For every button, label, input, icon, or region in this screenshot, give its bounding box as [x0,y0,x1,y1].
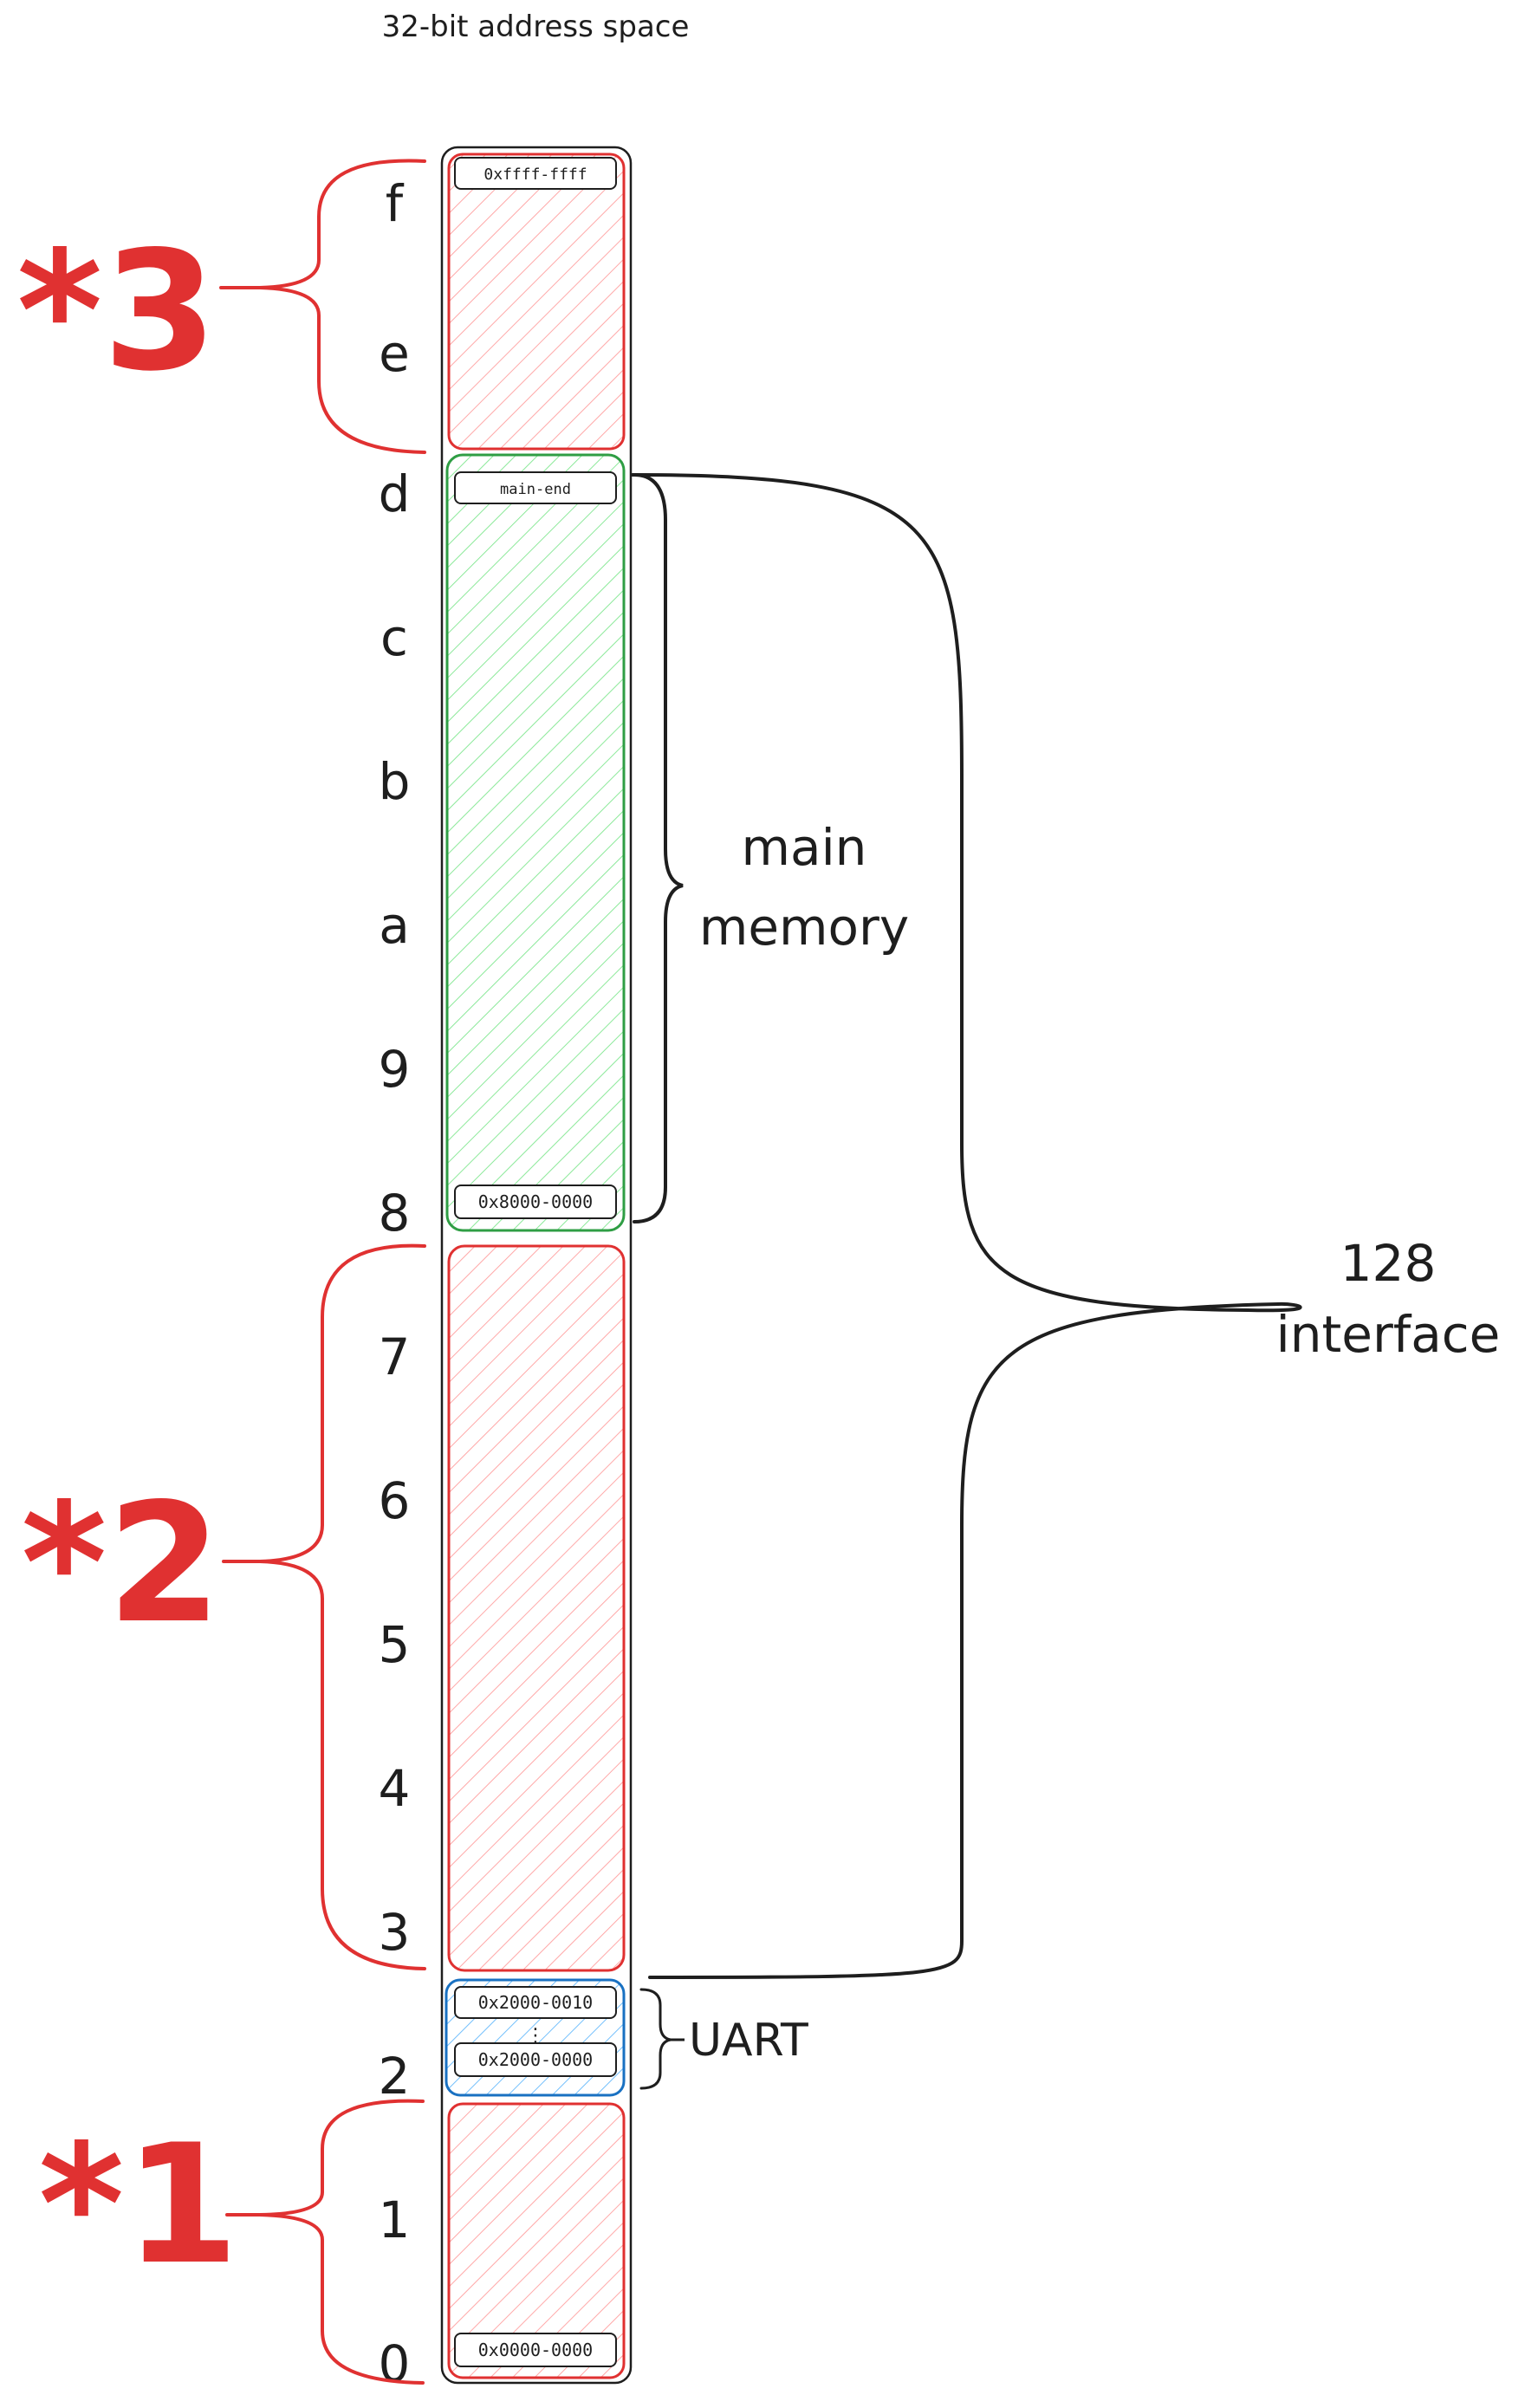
main-memory-brace [633,473,684,1223]
nibble-label-2: 2 [379,2047,411,2106]
nibble-label-9: 9 [379,1040,411,1099]
uart-brace [639,1988,672,2090]
region-reserved-3-box [447,153,626,451]
address-label-box [454,471,617,504]
uart-label: UART [689,2015,808,2067]
address-label-box [454,2333,617,2367]
region-reserved-1-box [447,2102,626,2379]
nibble-label-5: 5 [379,1615,411,1674]
nibble-label-c: c [380,608,408,667]
interface-brace [631,473,1302,1979]
uart-top-label: 0x2000-0010 [478,1992,593,2013]
address-label-box [454,2042,617,2077]
region-main-memory-box [445,453,626,1232]
region-reserved-1: 0x0000-0000 [447,2102,626,2379]
main-memory-label-line1: main [742,818,867,877]
nibble-label-f: f [386,174,405,233]
address-top-label: 0xffff-ffff [483,166,587,184]
main-start-label: 0x8000-0000 [478,1191,593,1212]
region-main-memory: main-end 0x8000-0000 [445,453,626,1232]
zero-address-label: 0x0000-0000 [478,2340,593,2360]
address-label-box [454,1185,617,1219]
interface-label-line1: 128 [1340,1234,1437,1293]
address-label-box [454,1986,617,2019]
marker-2: *2 [21,1468,222,1659]
nibble-label-8: 8 [379,1184,411,1243]
marker-3: *3 [16,216,217,407]
nibble-label-0: 0 [379,2334,411,2393]
diagram-title: 32-bit address space [382,10,690,44]
nibble-label-6: 6 [379,1471,411,1530]
uart-ellipsis: ⋮ [526,2025,545,2047]
nibble-label-7: 7 [379,1327,411,1386]
address-label-box [454,157,617,190]
nibble-label-3: 3 [379,1903,411,1962]
region-reserved-3: 0xffff-ffff [447,153,626,451]
nibble-label-a: a [379,896,410,955]
main-memory-label-line2: memory [699,898,909,957]
region-uart: 0x2000-0010 ⋮ 0x2000-0000 [445,1978,626,2097]
nibble-label-1: 1 [379,2191,411,2249]
nibble-label-d: d [379,464,411,523]
nibble-label-4: 4 [379,1759,411,1818]
uart-bottom-label: 0x2000-0000 [478,2049,593,2070]
region-reserved-2 [447,1244,626,1972]
main-end-label: main-end [500,481,571,498]
interface-label-line2: interface [1276,1305,1501,1364]
address-space-bar [440,146,633,2385]
nibble-label-e: e [379,324,410,383]
region-reserved-2-box [447,1244,626,1972]
marker-1: *1 [38,2109,239,2301]
nibble-label-b: b [379,752,411,811]
nibble-labels: f e d c b a 9 8 7 6 5 4 3 2 1 0 [379,174,411,2393]
